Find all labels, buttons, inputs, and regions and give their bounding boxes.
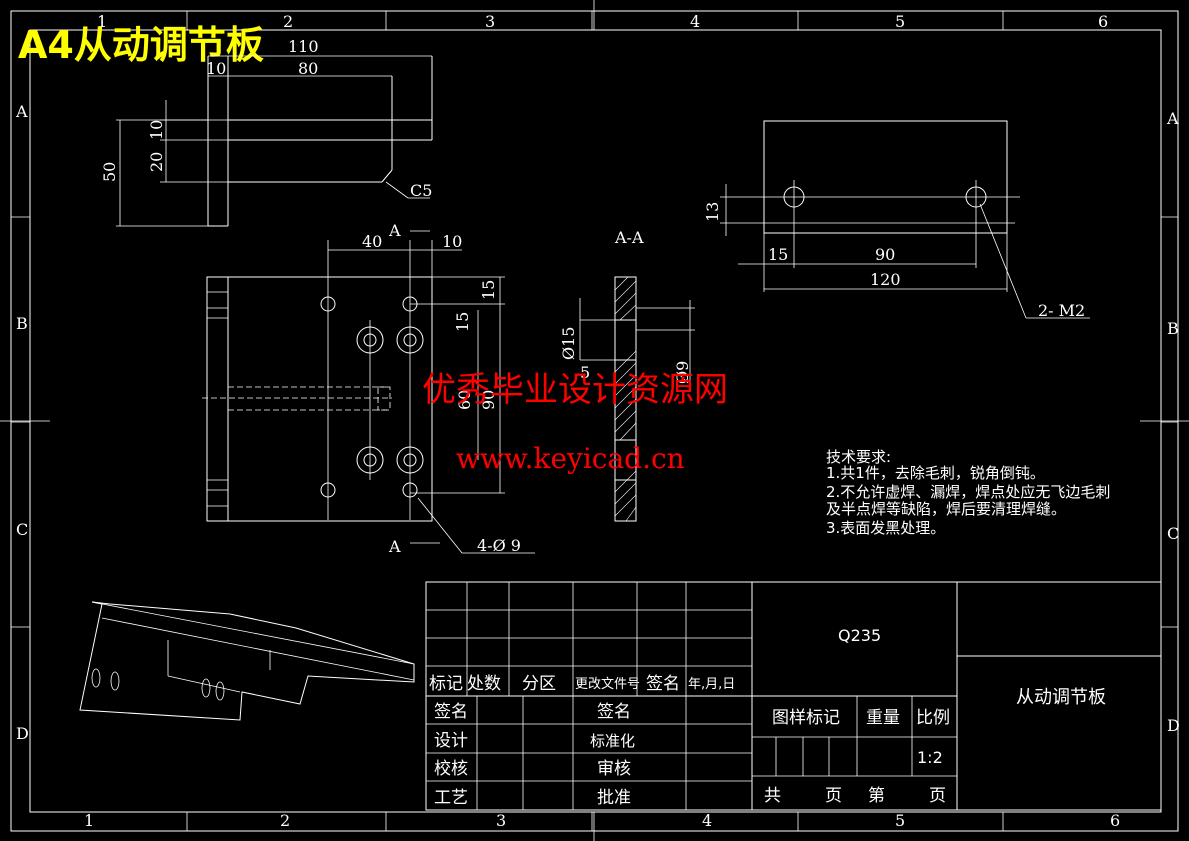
zone-col-bottom-2: 2	[280, 811, 290, 830]
dim-10-top: 10	[206, 59, 226, 78]
tb-approve: 批准	[597, 788, 631, 808]
section-view	[579, 276, 695, 522]
isometric-view	[79, 601, 415, 721]
front-view	[202, 230, 535, 554]
dim-120: 120	[870, 270, 901, 289]
tb-doc: 更改文件号	[575, 677, 640, 692]
zone-row-left-c: C	[16, 520, 28, 539]
dim-40: 40	[362, 232, 382, 251]
dim-15-right: 15	[768, 245, 788, 264]
zone-row-left-b: B	[16, 314, 28, 333]
zone-col-bottom-5: 5	[895, 811, 905, 830]
zone-row-right-a: A	[1166, 109, 1179, 128]
dim-90-right: 90	[875, 245, 895, 264]
tech-heading: 技术要求:	[826, 448, 891, 466]
tb-standard: 标准化	[590, 732, 635, 750]
dim-5: 5	[580, 363, 590, 382]
right-view-dims: 13 15 90 120 2- M2	[703, 202, 1085, 320]
dim-15-b: 15	[453, 312, 472, 332]
dim-60: 60	[455, 390, 474, 410]
tb-scale: 比例	[916, 708, 950, 728]
dim-50: 50	[100, 162, 119, 182]
tech-item-4: 3.表面发黑处理。	[826, 519, 945, 537]
zone-labels: 1 2 3 4 5 6 1 2 3 4 5 6 A B C D A B C D	[15, 12, 1180, 830]
zone-col-bottom-4: 4	[702, 811, 712, 830]
zone-col-top-4: 4	[690, 12, 700, 31]
zone-col-bottom-6: 6	[1110, 811, 1120, 830]
tb-sign: 签名	[646, 674, 680, 694]
tb-weight: 重量	[866, 708, 900, 728]
tb-material: Q235	[838, 626, 881, 645]
section-mark-top: A	[388, 221, 401, 240]
tb-page1: 页	[825, 786, 842, 806]
dim-15-a: 15	[479, 280, 498, 300]
zone-row-right-c: C	[1167, 524, 1179, 543]
zone-col-top-1: 1	[97, 12, 107, 31]
tech-requirements: 技术要求: 1.共1件，去除毛刺，锐角倒钝。 2.不允许虚焊、漏焊，焊点处应无飞…	[826, 448, 1110, 537]
tb-page2: 页	[929, 786, 946, 806]
zone-col-top-5: 5	[895, 12, 905, 31]
dim-80: 80	[298, 59, 318, 78]
top-view-dims: 110 10 80 10 20 50 C5	[100, 37, 432, 200]
watermark-title: 优秀毕业设计资源网	[422, 370, 728, 410]
section-label: A-A	[614, 228, 644, 247]
tb-review: 审核	[597, 759, 631, 779]
dim-d9: Ø9	[673, 361, 692, 384]
tech-item-2: 2.不允许虚焊、漏焊，焊点处应无飞边毛刺	[826, 483, 1110, 501]
zone-col-bottom-1: 1	[84, 811, 94, 830]
tb-scale-value: 1:2	[917, 748, 943, 767]
tb-nth: 第	[868, 786, 885, 806]
dim-10-side: 10	[147, 120, 166, 140]
section-mark-bottom: A	[388, 537, 401, 556]
top-view	[116, 55, 433, 227]
zone-col-top-2: 2	[283, 12, 293, 31]
tech-item-1: 1.共1件，去除毛刺，锐角倒钝。	[826, 464, 1045, 482]
tb-date: 年,月,日	[688, 677, 735, 692]
zone-row-right-d: D	[1167, 716, 1180, 735]
tb-zone: 分区	[522, 674, 556, 694]
dim-10-front: 10	[442, 232, 462, 251]
section-view-text: A-A Ø15 5 Ø9	[559, 228, 692, 384]
right-view	[720, 120, 1090, 319]
title-block	[425, 581, 1162, 811]
tb-check: 校核	[434, 759, 468, 779]
dim-d15: Ø15	[559, 327, 578, 360]
zone-col-top-3: 3	[485, 12, 495, 31]
dim-20: 20	[147, 152, 166, 172]
tb-sample-mark: 图样标记	[772, 708, 840, 728]
dim-4-holes: 4-Ø 9	[477, 536, 521, 555]
drawing-title: A4从动调节板	[18, 23, 264, 67]
dim-110: 110	[288, 37, 319, 56]
dim-c5: C5	[410, 181, 432, 200]
title-block-text: 标记 处数 分区 更改文件号 签名 年,月,日 签名 签名 设计 标准化 校核 …	[429, 626, 1106, 808]
dim-90: 90	[479, 390, 498, 410]
tb-design: 设计	[434, 731, 468, 751]
tech-item-3: 及半点焊等缺陷，焊后要清理焊缝。	[826, 500, 1066, 518]
dim-2-m2: 2- M2	[1038, 301, 1085, 320]
front-view-dims: 40 10 15 15 60 90 4-Ø 9 A A	[362, 221, 521, 556]
dim-13: 13	[703, 202, 722, 222]
tb-sign3: 签名	[597, 702, 631, 722]
zone-col-top-6: 6	[1098, 12, 1108, 31]
tb-count: 处数	[467, 674, 501, 694]
tb-mark: 标记	[429, 674, 463, 694]
zone-col-bottom-3: 3	[496, 811, 506, 830]
tb-total: 共	[764, 786, 781, 806]
tb-sign2: 签名	[434, 702, 468, 722]
zone-row-left-a: A	[15, 102, 28, 121]
tb-part-name: 从动调节板	[1016, 687, 1106, 708]
tb-process: 工艺	[434, 788, 468, 808]
zone-row-right-b: B	[1167, 319, 1179, 338]
watermark-url: www.keyicad.cn	[456, 442, 685, 475]
zone-row-left-d: D	[16, 724, 29, 743]
